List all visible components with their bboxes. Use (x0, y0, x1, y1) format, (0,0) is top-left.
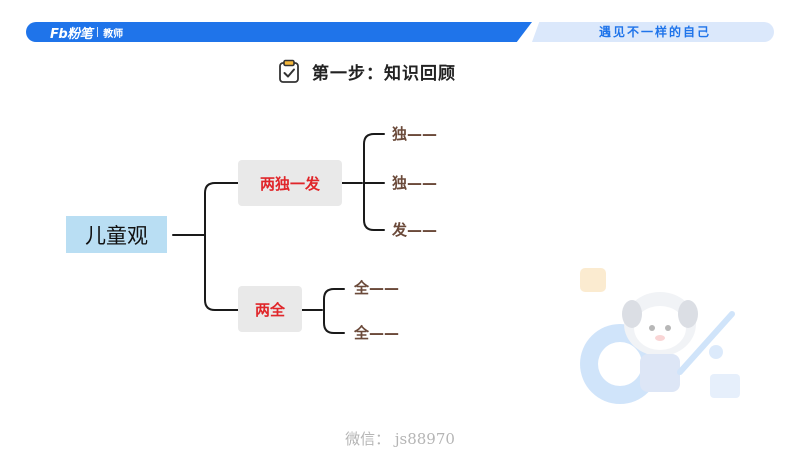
branch-node-two-complete: 两全 (238, 286, 302, 332)
slide-title: 第一步：知识回顾 (276, 58, 456, 84)
clipboard-check-icon (279, 59, 299, 83)
leaf-item: 全—— (354, 279, 400, 297)
brand-logo: Fb粉笔 教师 (50, 23, 124, 42)
mindmap-root: 儿童观 (66, 216, 167, 253)
header-slogan-bar (532, 22, 774, 42)
leaf-item: 独—— (392, 174, 438, 192)
logo-divider (97, 27, 99, 37)
header-banner (26, 22, 532, 42)
mascot-illustration (580, 268, 740, 404)
logo-text: Fb粉笔 (50, 26, 93, 42)
branch-node-two-independent-one-development: 两独一发 (238, 160, 342, 206)
leaf-item: 全—— (354, 324, 400, 342)
watermark-wechat: 微信： js88970 (345, 430, 455, 448)
title-text: 第一步：知识回顾 (312, 63, 456, 84)
header-slogan: 遇见不一样的自己 (598, 25, 711, 39)
leaf-item: 发—— (392, 221, 438, 239)
leaf-item: 独—— (392, 125, 438, 143)
logo-role: 教师 (103, 28, 124, 40)
